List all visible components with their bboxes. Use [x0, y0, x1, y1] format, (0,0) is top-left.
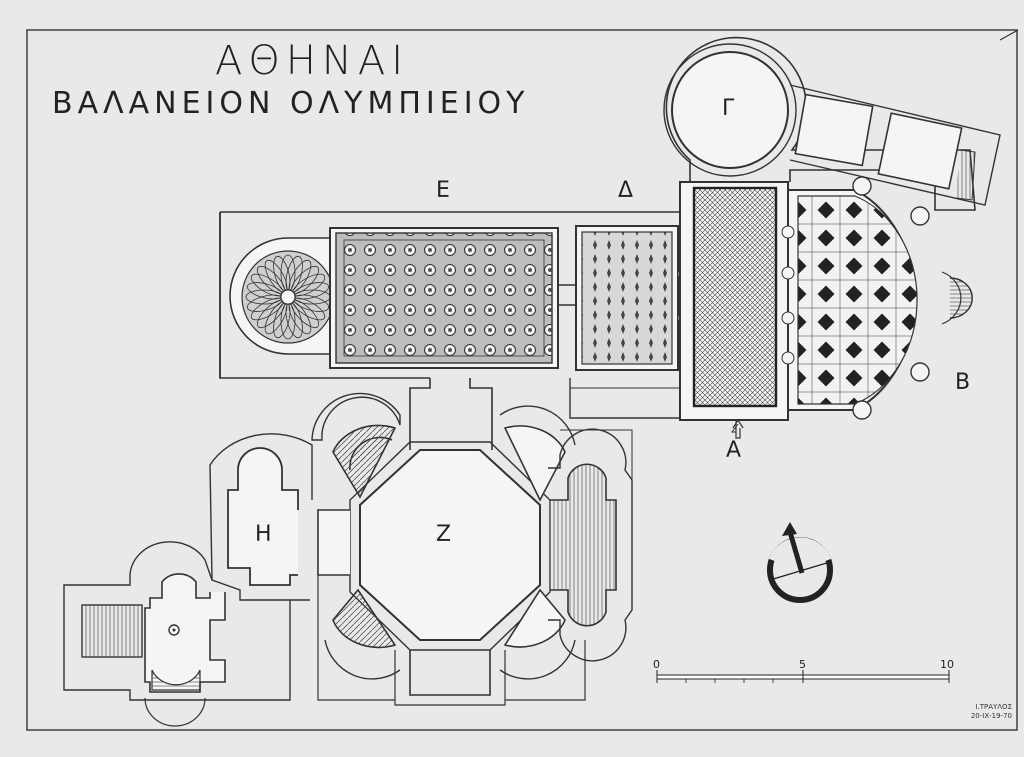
title-building: ΒΑΛΑΝΕΙΟΝ ΟΛΥΜΠΙΕΙΟΥ — [52, 86, 530, 121]
room-label-e: Ε — [436, 178, 450, 203]
room-label-d: Δ — [618, 178, 634, 203]
scale-bar — [656, 670, 950, 683]
signature-date: 20-ΙΧ-19-70 — [970, 712, 1012, 720]
scale-tick-10: 10 — [940, 658, 954, 671]
room-label-a: Α — [726, 438, 742, 463]
room-label-z: Ζ — [436, 522, 452, 547]
signature-name: Ι.ΤΡΑΥΛΟΣ — [975, 703, 1012, 711]
room-label-h: Η — [255, 522, 272, 547]
signature: Ι.ΤΡΑΥΛΟΣ 20-ΙΧ-19-70 — [940, 703, 1012, 721]
scale-tick-0: 0 — [653, 658, 660, 671]
room-label-b: Β — [955, 370, 971, 395]
room-label-g: Γ — [722, 96, 735, 121]
north-arrow-icon — [767, 522, 833, 603]
title-city: ΑΘΗΝΑΙ — [215, 38, 410, 84]
scale-tick-5: 5 — [799, 658, 806, 671]
